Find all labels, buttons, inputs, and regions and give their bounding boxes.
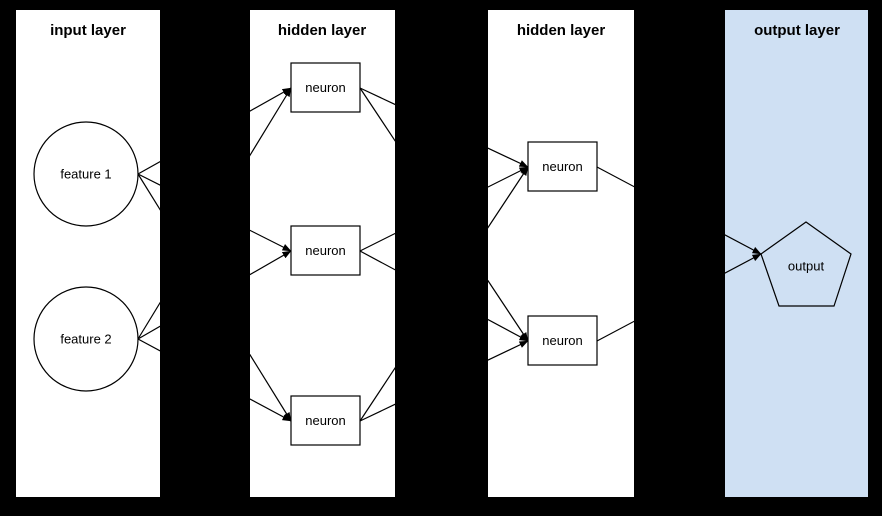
edge-hidden1-neuron-2-to-hidden2-neuron-1 (488, 166, 529, 188)
node-shape-hidden1-neuron-3[interactable] (290, 395, 361, 446)
edge-hidden2-neuron-2-to-output-node (725, 253, 762, 274)
edge-hidden1-neuron-2-to-hidden2-neuron-2 (488, 318, 529, 342)
edge-feature-2-to-hidden1-neuron-3 (250, 398, 292, 422)
layer-panels (16, 10, 868, 497)
edge-feature-1-to-hidden1-neuron-1 (250, 87, 292, 112)
edge-hidden1-neuron-2-to-hidden2-neuron-2 (359, 250, 395, 271)
edge-hidden1-neuron-3-to-hidden2-neuron-2 (488, 340, 529, 361)
panel-output-layer (725, 10, 868, 497)
edge-hidden1-neuron-1-to-hidden2-neuron-2 (359, 87, 395, 142)
node-label-hidden1-neuron-2: neuron (305, 243, 345, 258)
node-label-feature-2: feature 2 (60, 331, 111, 346)
panel-input-layer (16, 10, 160, 497)
edges-in-output-layer (725, 234, 762, 274)
node-shape-hidden2-neuron-1[interactable] (527, 141, 598, 192)
node-shape-hidden1-neuron-1[interactable] (290, 62, 361, 113)
node-shape-output-node[interactable] (760, 221, 852, 307)
nodes-in-hidden-layer-2: hidden layer neuron neuron (517, 22, 606, 366)
layer-title-input-layer: input layer (50, 22, 126, 39)
connection-edges (137, 87, 762, 422)
edge-hidden2-neuron-1-to-output-node (725, 234, 762, 255)
node-shape-hidden2-neuron-2[interactable] (527, 315, 598, 366)
edge-hidden1-neuron-1-to-hidden2-neuron-1 (488, 147, 529, 168)
edge-feature-1-to-hidden1-neuron-2 (250, 229, 292, 252)
layer-title-hidden-layer-1: hidden layer (278, 22, 367, 39)
node-label-feature-1: feature 1 (60, 166, 111, 181)
node-shape-hidden1-neuron-2[interactable] (290, 225, 361, 276)
node-shape-feature-2[interactable] (33, 286, 139, 392)
node-shape-feature-1[interactable] (33, 121, 139, 227)
nodes-in-hidden-layer-1: hidden layer neuron neuron neuron (278, 22, 367, 446)
node-label-hidden1-neuron-1: neuron (305, 80, 345, 95)
edge-feature-1-to-hidden1-neuron-3 (250, 353, 292, 422)
edges-in-hidden-layer-2 (488, 147, 634, 361)
edge-hidden1-neuron-1-to-hidden2-neuron-1 (359, 87, 395, 106)
edges-in-hidden-layer-1 (250, 87, 395, 422)
panel-hidden-layer-2 (488, 10, 634, 497)
edge-hidden2-neuron-1-to-output-node (596, 166, 634, 188)
edge-hidden2-neuron-2-to-output-node (596, 320, 634, 342)
node-label-output-node: output (788, 258, 825, 273)
edge-hidden1-neuron-3-to-hidden2-neuron-2 (359, 403, 395, 422)
edge-feature-2-to-hidden1-neuron-2 (250, 250, 292, 276)
node-label-hidden1-neuron-3: neuron (305, 413, 345, 428)
edge-feature-2-to-hidden1-neuron-1 (250, 87, 292, 157)
edge-hidden1-neuron-3-to-hidden2-neuron-1 (359, 366, 395, 422)
nodes-in-output-layer: output layer output (754, 22, 852, 307)
edge-hidden1-neuron-3-to-hidden2-neuron-1 (488, 166, 529, 229)
nodes-in-input-layer: input layer feature 1 feature 2 (33, 22, 139, 392)
layer-title-output-layer: output layer (754, 22, 840, 39)
layer-nodes: input layer feature 1 feature 2 hidden laye… (33, 22, 852, 446)
node-label-hidden2-neuron-2: neuron (542, 333, 582, 348)
layer-title-hidden-layer-2: hidden layer (517, 22, 606, 39)
edge-hidden1-neuron-1-to-hidden2-neuron-2 (488, 279, 529, 342)
node-label-hidden2-neuron-1: neuron (542, 159, 582, 174)
edge-hidden1-neuron-2-to-hidden2-neuron-1 (359, 232, 395, 252)
